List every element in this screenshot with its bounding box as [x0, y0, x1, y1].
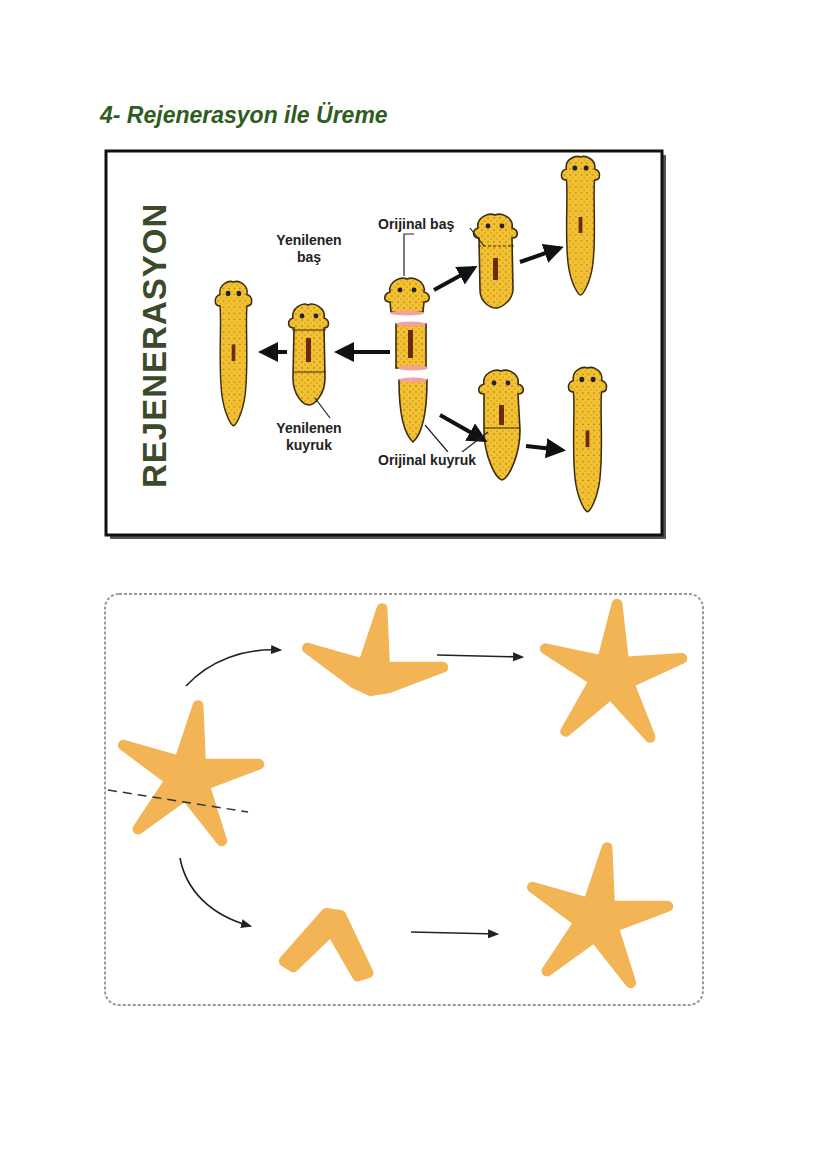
part-label: Orijinal baş [378, 216, 454, 233]
part-label: Yenilenen kuyruk [270, 420, 348, 454]
side-heading: REJENERASYON [136, 202, 174, 487]
part-label: Yenilenen baş [270, 232, 348, 266]
part-label: Orijinal kuyruk [378, 452, 476, 469]
page-title: 4- Rejenerasyon ile Üreme [100, 102, 388, 129]
